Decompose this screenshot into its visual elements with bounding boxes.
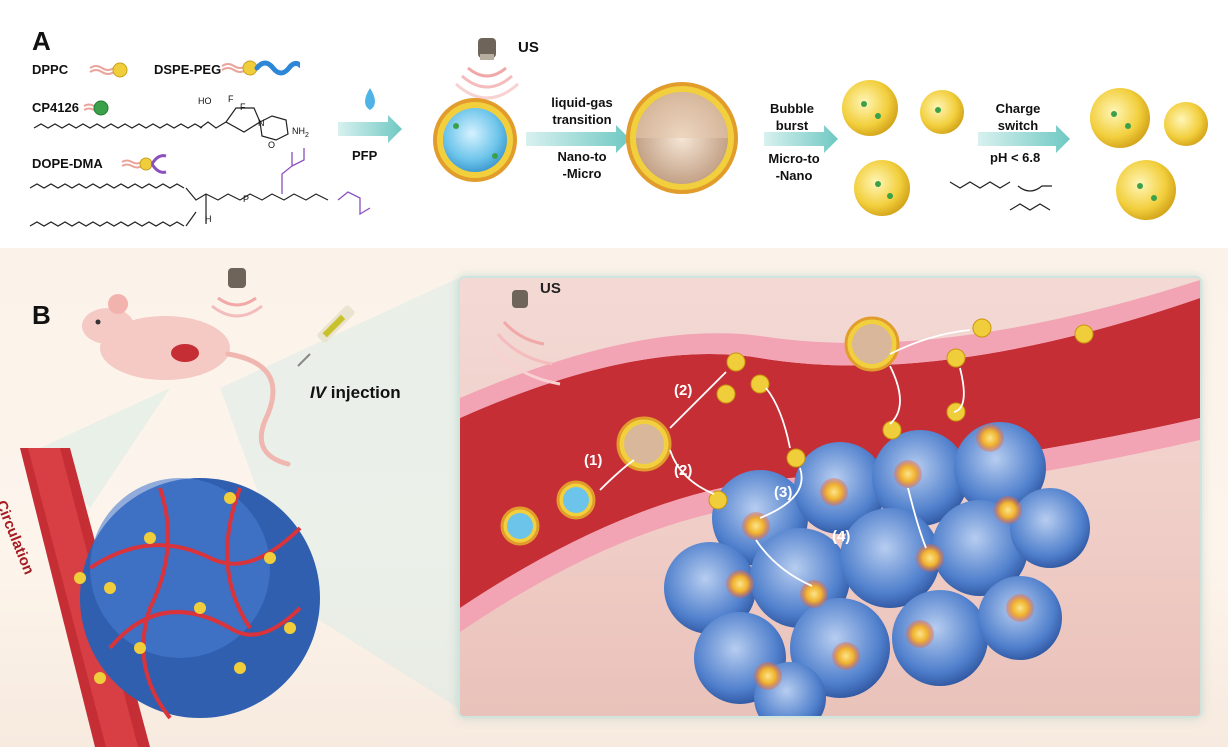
step-3-label: (3) xyxy=(774,484,793,501)
released-nanoparticles xyxy=(708,318,1094,510)
arrow-liquid-gas xyxy=(526,125,630,153)
pfp-nanodroplet xyxy=(433,98,517,182)
legend-dope-dma-label: DOPE-DMA xyxy=(32,156,103,171)
iv-injection-label: IV injection xyxy=(310,383,401,402)
charged-nanoparticles xyxy=(1090,88,1208,220)
atom-nh2: NH2 xyxy=(292,126,309,139)
ultrasound-probe-icon-c xyxy=(490,290,561,386)
atom-n: N xyxy=(258,118,265,128)
internalized-nanoparticles xyxy=(726,424,1034,690)
process-row xyxy=(338,38,1208,220)
step-2b-label: (2) xyxy=(674,462,693,479)
pfp-droplet-icon xyxy=(365,88,375,110)
atom-f2: F xyxy=(240,102,246,112)
arrow-bubble-burst xyxy=(764,125,838,153)
tumor-vasculature xyxy=(88,487,302,720)
atom-p: P xyxy=(243,194,250,204)
pfp-arrow xyxy=(338,115,402,143)
cp4126-sugar-ring xyxy=(225,107,261,133)
dope-chain-1 xyxy=(29,183,185,189)
panel-a-label: A xyxy=(32,26,51,56)
arrow2-top-label: Bubble burst xyxy=(769,101,815,133)
step-1-label: (1) xyxy=(584,452,603,469)
arrow3-top-label: Charge switch xyxy=(995,101,1041,133)
arrow1-top-label: liquid-gas transition xyxy=(551,95,613,127)
atom-ho: HO xyxy=(198,96,212,106)
dspe-peg-icon xyxy=(221,60,300,76)
dma-group-2 xyxy=(337,191,371,216)
ultrasound-probe-icon-b xyxy=(211,268,263,318)
arrow2-bottom-label: Micro-to -Nano xyxy=(768,151,820,183)
legend-cp4126-label: CP4126 xyxy=(32,100,79,115)
dppc-lipid-icon xyxy=(89,62,128,78)
atom-o: O xyxy=(268,140,276,150)
mouse-icon xyxy=(82,294,291,467)
zoom-cone xyxy=(220,278,458,708)
legend-icons xyxy=(83,60,300,174)
charge-switch-reaction xyxy=(949,181,1052,192)
burst-nanoparticles xyxy=(842,80,964,216)
cp4126-drug-icon xyxy=(83,100,109,116)
step-4-label: (4) xyxy=(832,528,851,545)
arrow-charge-switch xyxy=(978,125,1070,153)
step-2a-label: (2) xyxy=(674,382,693,399)
dope-dma-icon xyxy=(121,154,167,174)
syringe-icon xyxy=(297,305,355,367)
zoom-inset: US (1) (2) (2) (3) (4) xyxy=(458,276,1202,718)
arrow1-bottom-label: Nano-to -Micro xyxy=(557,149,607,181)
legend-dppc-label: DPPC xyxy=(32,62,69,77)
dope-chain-2 xyxy=(29,221,185,227)
endothelium-top xyxy=(460,280,1200,418)
zoom-illustration xyxy=(460,280,1200,716)
dma-group-1 xyxy=(281,148,305,194)
tumor-cells xyxy=(664,422,1090,716)
transport-arrows xyxy=(599,329,971,587)
arrow3-bottom-label: pH < 6.8 xyxy=(990,150,1041,165)
dope-backbone xyxy=(185,187,329,227)
legend-dspe-peg-label: DSPE-PEG xyxy=(154,62,222,77)
atom-f1: F xyxy=(228,94,234,104)
panel-b-left-illustration xyxy=(20,268,458,747)
chemical-structures xyxy=(29,107,371,227)
us-label-a: US xyxy=(518,39,539,56)
ultrasound-probe-icon-a xyxy=(454,38,520,100)
tumor-nanoparticles xyxy=(74,492,296,684)
microbubble xyxy=(626,82,738,194)
us-label-b: US xyxy=(540,280,561,297)
atom-h: H xyxy=(205,214,212,224)
cp4126-fatty-chain xyxy=(33,123,203,129)
panel-b-label: B xyxy=(32,300,51,330)
pfp-label: PFP xyxy=(352,148,378,163)
cp4126-base-ring xyxy=(259,115,289,141)
